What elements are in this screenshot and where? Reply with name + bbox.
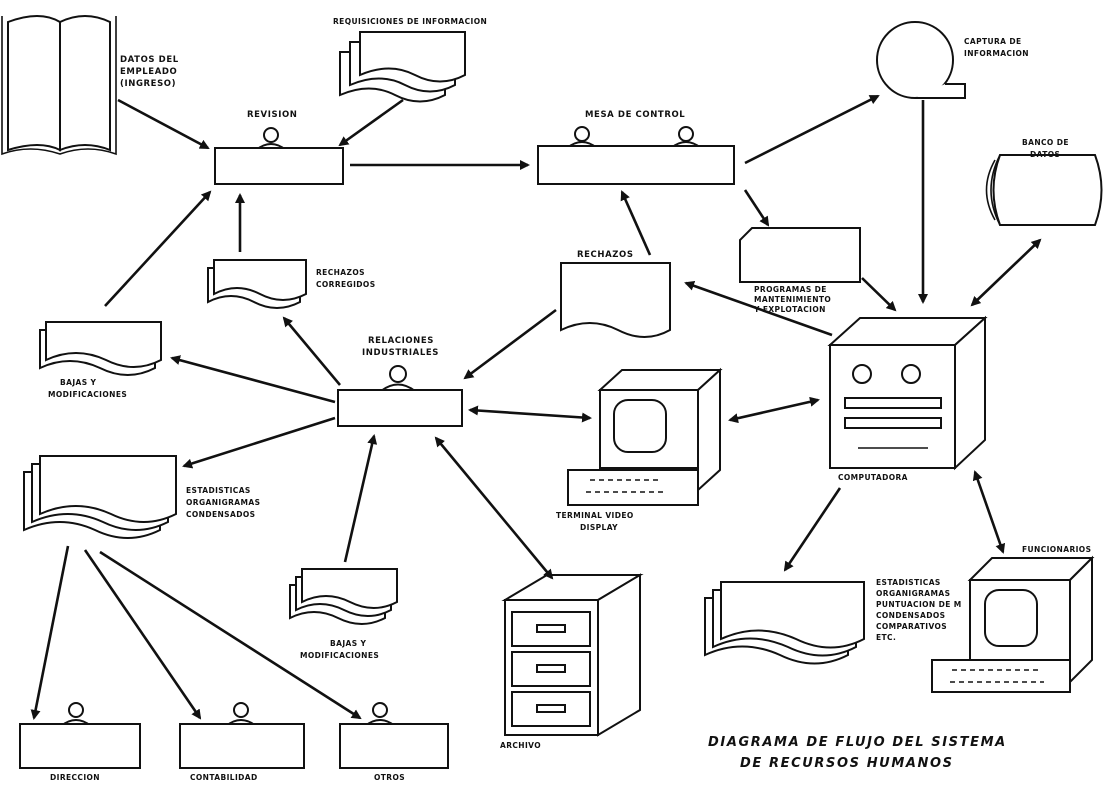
rejections-document-icon	[561, 263, 670, 337]
center-changes-label: BAJAS Y MODIFICACIONES	[300, 639, 379, 660]
left-changes-label: BAJAS Y MODIFICACIONES	[48, 378, 127, 399]
arrow-database-computer	[972, 240, 1040, 305]
officials-label: FUNCIONARIOS	[1022, 545, 1091, 554]
right-statistics-label: ESTADISTICAS ORGANIGRAMAS PUNTUACION DE …	[876, 578, 965, 642]
diagram-title: DIAGRAMA DE FLUJO DEL SISTEMA DE RECURSO…	[708, 735, 1013, 771]
arrow-terminal-computer	[730, 400, 818, 420]
arrow-relations-to-corrected	[284, 318, 340, 385]
accounting-desk	[180, 703, 304, 768]
arrow-relations-terminal	[470, 410, 590, 418]
arrow-changes-to-review	[105, 192, 210, 306]
arrow-relations-archive	[436, 438, 552, 578]
arrow-requests-to-review	[340, 100, 403, 145]
arrow-programs-to-computer	[862, 278, 895, 310]
industrial-relations-label: RELACIONES INDUSTRIALES	[362, 336, 439, 358]
computer-label: COMPUTADORA	[838, 473, 908, 482]
programs-label: PROGRAMAS DE MANTENIMIENTO Y EXPLOTACION	[753, 285, 834, 314]
arrow-control-to-programs	[745, 190, 768, 225]
corrected-rejections-documents-icon	[208, 260, 306, 308]
review-desk	[215, 128, 343, 184]
employee-data-label: DATOS DEL EMPLEADO (INGRESO)	[120, 55, 182, 89]
arrow-control-to-capture	[745, 96, 878, 163]
industrial-relations-desk	[338, 366, 462, 426]
computer-mainframe-icon	[830, 318, 985, 468]
right-statistics-documents-icon	[705, 582, 864, 664]
arrow-stats-to-accounting	[85, 550, 200, 718]
arrow-rejections-to-relations	[465, 310, 556, 378]
information-requests-documents-icon	[340, 32, 465, 102]
review-label: REVISION	[247, 110, 298, 120]
arrow-relations-to-left-stats	[184, 418, 335, 466]
video-terminal-icon	[568, 370, 720, 505]
others-desk	[340, 703, 448, 768]
arrow-relations-to-left-changes	[172, 358, 335, 402]
others-label: OTROS	[374, 773, 405, 782]
video-terminal-label: TERMINAL VIDEO DISPLAY	[556, 511, 637, 532]
file-cabinet-icon	[505, 575, 640, 735]
programs-card-icon	[740, 228, 860, 282]
corrected-rejections-label: RECHAZOS CORREGIDOS	[316, 268, 376, 289]
left-statistics-label: ESTADISTICAS ORGANIGRAMAS CONDENSADOS	[186, 486, 263, 519]
control-desk	[538, 127, 734, 184]
left-statistics-documents-icon	[24, 456, 176, 538]
data-capture-label: CAPTURA DE INFORMACION	[964, 37, 1029, 58]
center-changes-documents-icon	[290, 569, 397, 624]
arrow-computer-officials	[975, 472, 1003, 552]
file-cabinet-label: ARCHIVO	[500, 741, 541, 750]
data-capture-tape-icon	[877, 22, 965, 98]
accounting-label: CONTABILIDAD	[190, 773, 258, 782]
control-desk-label: MESA DE CONTROL	[585, 110, 685, 120]
arrow-book-to-review	[118, 100, 208, 148]
arrow-rejections-to-control	[622, 192, 650, 255]
officials-terminal-icon	[932, 558, 1092, 692]
employee-data-book-icon	[2, 16, 116, 154]
information-requests-label: REQUISICIONES DE INFORMACION	[333, 17, 487, 26]
database-drum-icon	[987, 155, 1102, 225]
left-changes-documents-icon	[40, 322, 161, 375]
rejections-label: RECHAZOS	[577, 250, 634, 260]
management-desk	[20, 703, 140, 768]
arrow-center-changes-to-relations	[345, 436, 374, 562]
management-label: DIRECCION	[50, 773, 100, 782]
arrow-stats-to-management	[34, 546, 68, 718]
arrow-computer-to-right-stats	[785, 488, 840, 570]
